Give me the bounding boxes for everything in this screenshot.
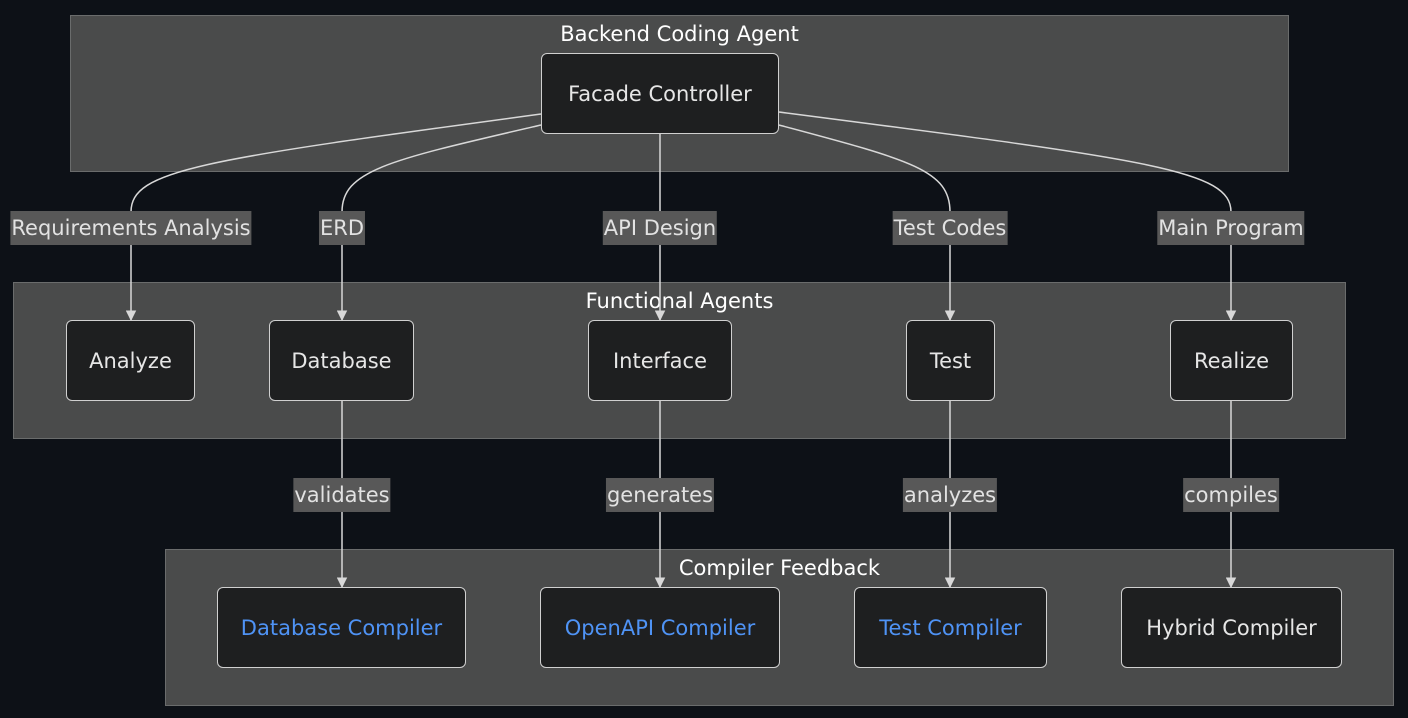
facade-controller-node[interactable]: Facade Controller xyxy=(541,53,779,134)
edge-label-api-design: API Design xyxy=(602,211,718,245)
test-node[interactable]: Test xyxy=(906,320,995,401)
realize-node[interactable]: Realize xyxy=(1170,320,1293,401)
compiler-group-title: Compiler Feedback xyxy=(678,556,881,580)
edge-label-erd: ERD xyxy=(318,211,366,245)
edge-label-analyzes: analyzes xyxy=(902,478,998,512)
edge-label-compiles: compiles xyxy=(1183,478,1279,512)
openapi-compiler-node[interactable]: OpenAPI Compiler xyxy=(540,587,780,668)
edge-label-validates: validates xyxy=(293,478,391,512)
functional-group-title: Functional Agents xyxy=(585,289,774,313)
interface-node[interactable]: Interface xyxy=(588,320,732,401)
backend-group-title: Backend Coding Agent xyxy=(560,22,799,46)
database-compiler-node[interactable]: Database Compiler xyxy=(217,587,466,668)
hybrid-compiler-node[interactable]: Hybrid Compiler xyxy=(1121,587,1342,668)
database-node[interactable]: Database xyxy=(269,320,414,401)
edge-label-requirements-analysis: Requirements Analysis xyxy=(10,211,252,245)
analyze-node[interactable]: Analyze xyxy=(66,320,195,401)
edge-label-test-codes: Test Codes xyxy=(892,211,1008,245)
test-compiler-node[interactable]: Test Compiler xyxy=(854,587,1047,668)
edge-label-generates: generates xyxy=(605,478,715,512)
edge-label-main-program: Main Program xyxy=(1157,211,1305,245)
